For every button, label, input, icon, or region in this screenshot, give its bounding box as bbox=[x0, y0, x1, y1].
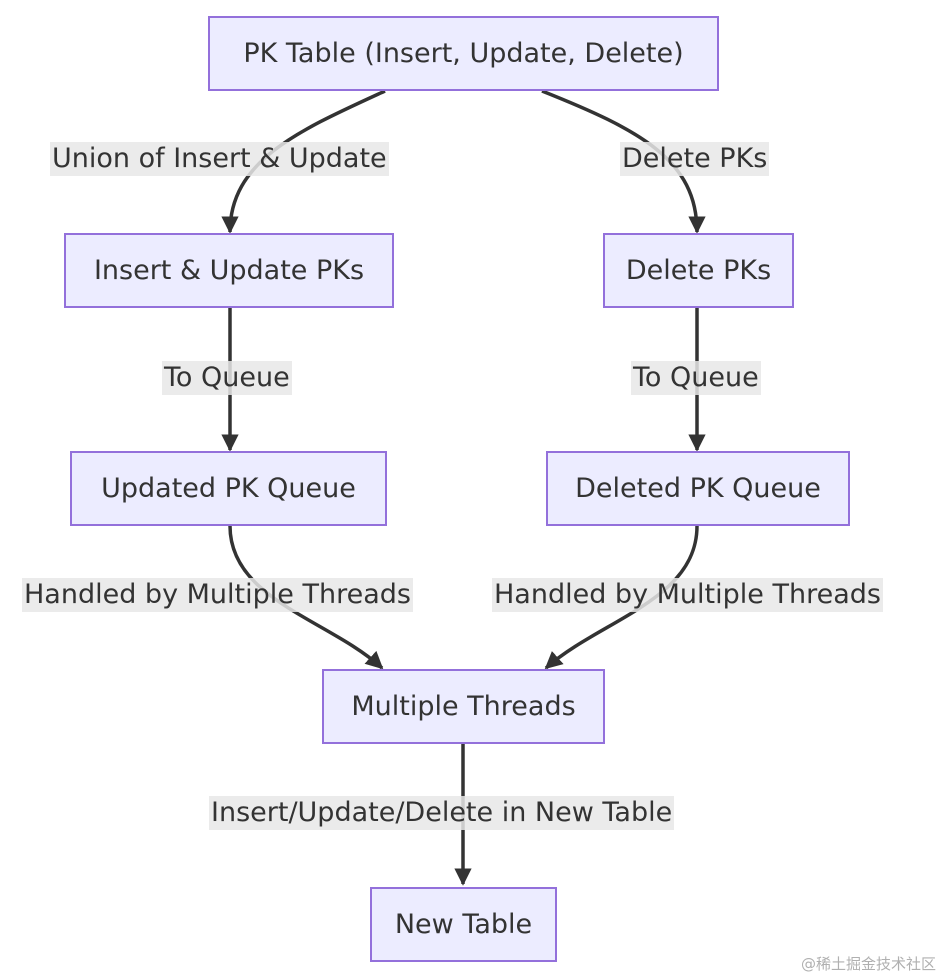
edge-label-to-queue-left: To Queue bbox=[162, 361, 292, 395]
node-pk-table: PK Table (Insert, Update, Delete) bbox=[208, 16, 719, 91]
node-deleted-pk-queue: Deleted PK Queue bbox=[546, 451, 850, 526]
node-insert-update-pks: Insert & Update PKs bbox=[64, 233, 394, 308]
node-delete-pks: Delete PKs bbox=[603, 233, 794, 308]
edge-label-handled-left: Handled by Multiple Threads bbox=[22, 578, 413, 612]
edge-label-delete-pks: Delete PKs bbox=[620, 142, 770, 176]
node-multiple-threads: Multiple Threads bbox=[322, 669, 605, 744]
node-updated-pk-queue: Updated PK Queue bbox=[70, 451, 387, 526]
watermark: @稀土掘金技术社区 bbox=[800, 955, 936, 973]
edge-label-to-queue-right: To Queue bbox=[631, 361, 761, 395]
edge-label-union: Union of Insert & Update bbox=[50, 142, 389, 176]
edge-label-handled-right: Handled by Multiple Threads bbox=[492, 578, 883, 612]
node-new-table: New Table bbox=[370, 887, 557, 962]
edge-label-insert-update-delete: Insert/Update/Delete in New Table bbox=[209, 796, 675, 830]
